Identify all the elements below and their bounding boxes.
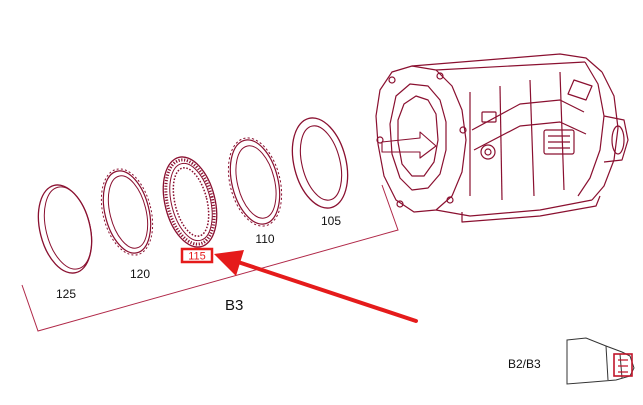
- part-115-friction-disc: [162, 156, 218, 248]
- part-number-120: 120: [130, 267, 150, 281]
- part-number-125: 125: [56, 287, 76, 301]
- part-number-110: 110: [255, 232, 274, 246]
- inset-label: B2/B3: [508, 357, 541, 371]
- part-125-snap-ring: [37, 184, 93, 274]
- part-number-105: 105: [321, 214, 341, 228]
- red-arrow-icon: [214, 250, 418, 323]
- part-number-115-highlight: 115: [180, 247, 214, 264]
- transmission-housing-icon: [375, 53, 629, 223]
- part-120-steel-plate: [100, 168, 154, 256]
- part-110-steel-plate: [227, 137, 283, 227]
- group-label: B3: [225, 297, 243, 314]
- part-number-115: 115: [188, 251, 206, 263]
- part-105-pressure-plate: [291, 117, 349, 209]
- b2-b3-location-icon: [566, 337, 635, 385]
- group-bracket: [21, 184, 399, 332]
